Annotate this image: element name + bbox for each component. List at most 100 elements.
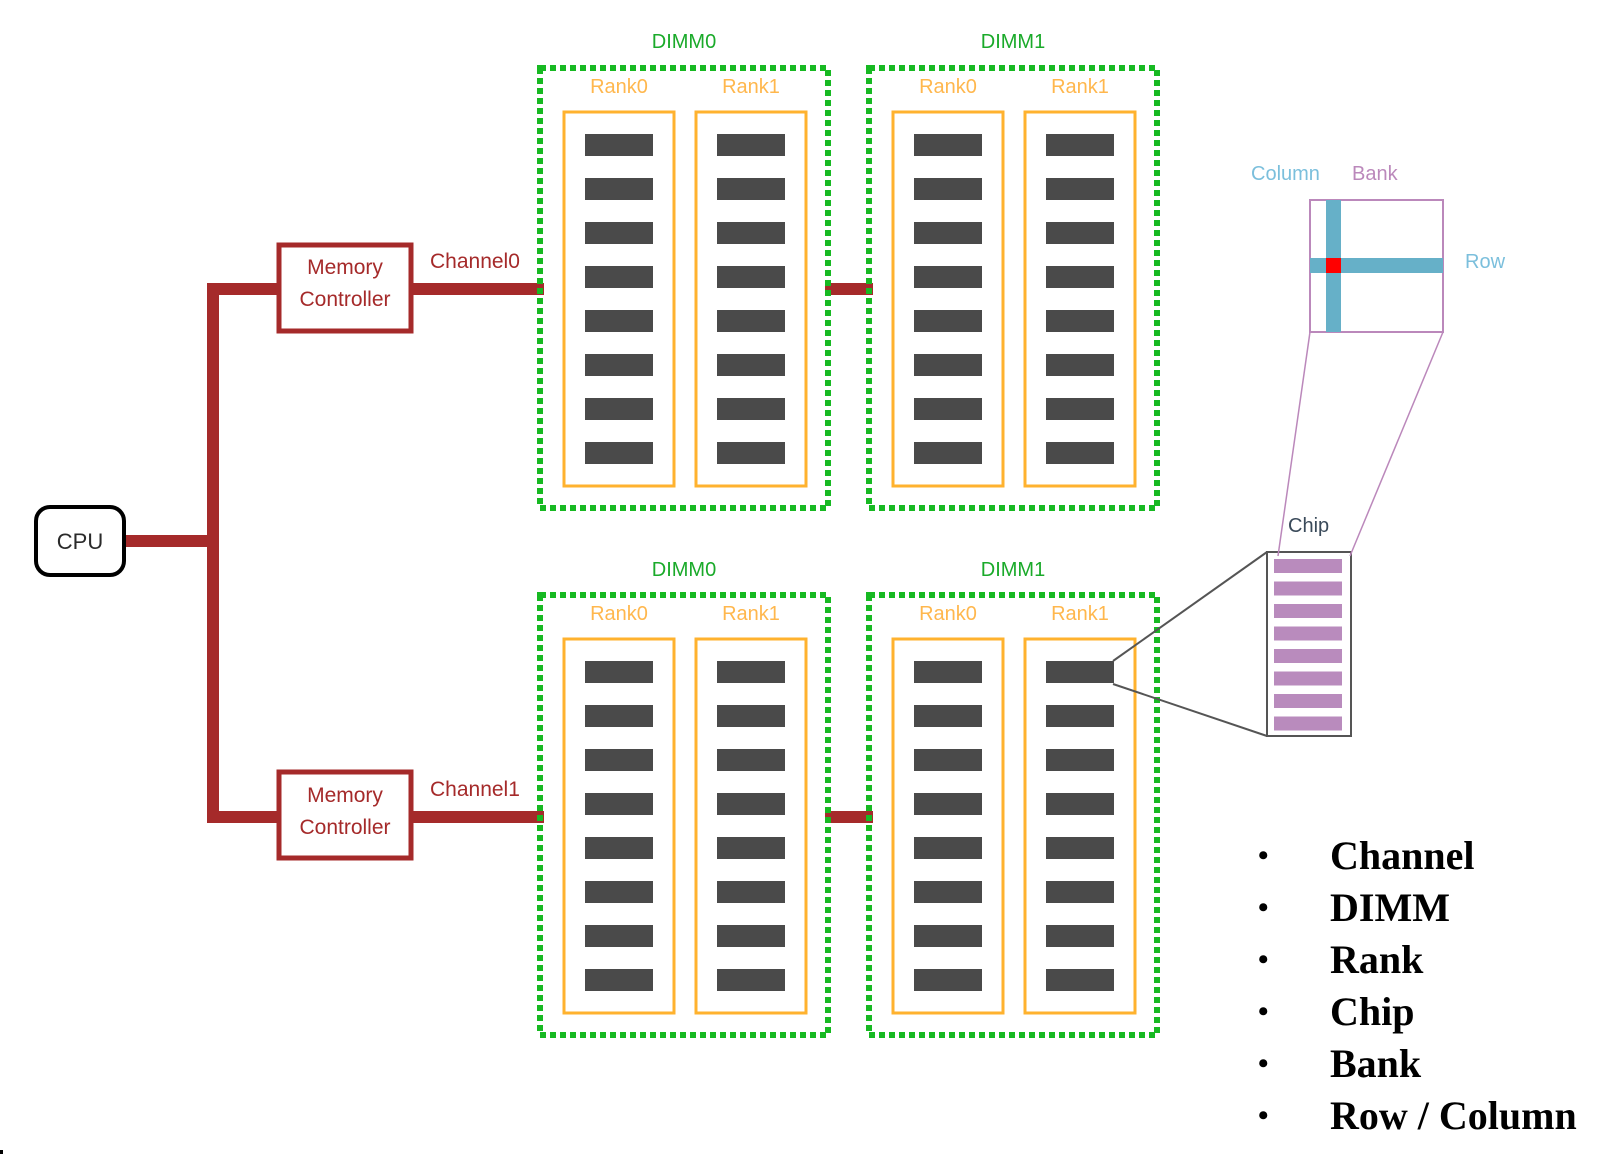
chip	[585, 969, 653, 991]
chip	[1046, 442, 1114, 464]
chip	[1046, 705, 1114, 727]
cpu-box	[34, 505, 126, 577]
bullet-icon: •	[1258, 1099, 1269, 1132]
chip	[1046, 222, 1114, 244]
chip	[717, 661, 785, 683]
rank-border	[694, 110, 808, 488]
chip	[914, 705, 982, 727]
rank-1: Rank1	[694, 603, 808, 1015]
hierarchy-list-label: Rank	[1330, 937, 1424, 982]
rank-border	[1023, 637, 1137, 1015]
chip	[585, 837, 653, 859]
rank-label: Rank1	[722, 603, 780, 625]
bank-zoom-line-left	[1277, 331, 1311, 557]
chip	[914, 749, 982, 771]
dimm-label: DIMM0	[652, 559, 716, 581]
rank-border	[1023, 110, 1137, 488]
bus-branch-1	[207, 811, 279, 823]
chip	[585, 442, 653, 464]
dimm-border	[537, 592, 831, 1038]
chip	[914, 661, 982, 683]
hierarchy-list-label: Bank	[1330, 1041, 1422, 1086]
rank-label: Rank1	[722, 76, 780, 98]
chip	[914, 134, 982, 156]
chip	[914, 178, 982, 200]
chip-bank	[1274, 604, 1342, 618]
bullet-icon: •	[1258, 839, 1269, 872]
row-bar	[1310, 258, 1443, 273]
chip	[914, 266, 982, 288]
chip-banks	[1274, 559, 1342, 731]
rank-1: Rank1	[1023, 76, 1137, 488]
rank-label: Rank1	[1051, 76, 1109, 98]
chip	[1046, 266, 1114, 288]
dimm-label: DIMM0	[652, 31, 716, 53]
chip	[717, 442, 785, 464]
chip	[585, 925, 653, 947]
dimm-border	[537, 65, 831, 511]
rank-border	[562, 637, 676, 1015]
chip	[585, 222, 653, 244]
chip	[717, 178, 785, 200]
chip	[1046, 925, 1114, 947]
memory-controller-0: Memory Controller Channel0	[276, 242, 520, 334]
memory-controller-box	[276, 769, 414, 861]
chip	[717, 354, 785, 376]
chip	[717, 881, 785, 903]
chip	[914, 222, 982, 244]
hierarchy-list-item: •DIMM	[1258, 882, 1577, 934]
channel0-dimm-link	[825, 283, 873, 295]
chip	[585, 354, 653, 376]
chip	[717, 222, 785, 244]
chip-bank	[1274, 694, 1342, 708]
chip-bank	[1274, 649, 1342, 663]
bank-label: Bank	[1352, 163, 1399, 185]
bullet-icon: •	[1258, 891, 1269, 924]
chip	[1046, 837, 1114, 859]
chip	[717, 134, 785, 156]
corner-mark	[0, 1150, 3, 1154]
chip	[717, 969, 785, 991]
hierarchy-list-item: •Bank	[1258, 1038, 1577, 1090]
chip	[1046, 354, 1114, 376]
memory-controller-box	[276, 242, 414, 334]
chip	[585, 749, 653, 771]
chip-bank	[1274, 581, 1342, 596]
chip-label: Chip	[1288, 515, 1329, 537]
memory-controller-line2: Controller	[299, 816, 390, 839]
chip	[585, 178, 653, 200]
hierarchy-list-item: • Rank	[1258, 934, 1577, 986]
chip-zoom-line-bottom	[1112, 683, 1268, 737]
chip	[585, 793, 653, 815]
row-label: Row	[1465, 251, 1506, 273]
rank-border	[694, 637, 808, 1015]
chip	[585, 881, 653, 903]
cpu-bus-link	[124, 535, 214, 547]
chip-zoom-line-top	[1112, 551, 1268, 662]
rank-label: Rank0	[590, 76, 648, 98]
rank-border	[891, 110, 1005, 488]
column-label: Column	[1251, 163, 1320, 185]
rank-label: Rank0	[919, 603, 977, 625]
chip-bank	[1274, 716, 1342, 731]
chip	[717, 793, 785, 815]
chip	[585, 398, 653, 420]
chip	[717, 749, 785, 771]
chip	[914, 837, 982, 859]
chip	[914, 969, 982, 991]
hierarchy-list: •Channel•DIMM•Rank•Chip•Bank•Row / Colum…	[1258, 830, 1577, 1142]
chip	[1046, 398, 1114, 420]
chip	[914, 398, 982, 420]
rank-1: Rank1	[1023, 603, 1137, 1015]
rank-1: Rank1	[694, 76, 808, 488]
bullet-icon: •	[1258, 943, 1269, 976]
chip	[914, 925, 982, 947]
hierarchy-list-label: Channel	[1330, 833, 1475, 878]
rank-0: Rank0	[891, 76, 1005, 488]
rank-border	[562, 110, 676, 488]
chip	[1046, 178, 1114, 200]
